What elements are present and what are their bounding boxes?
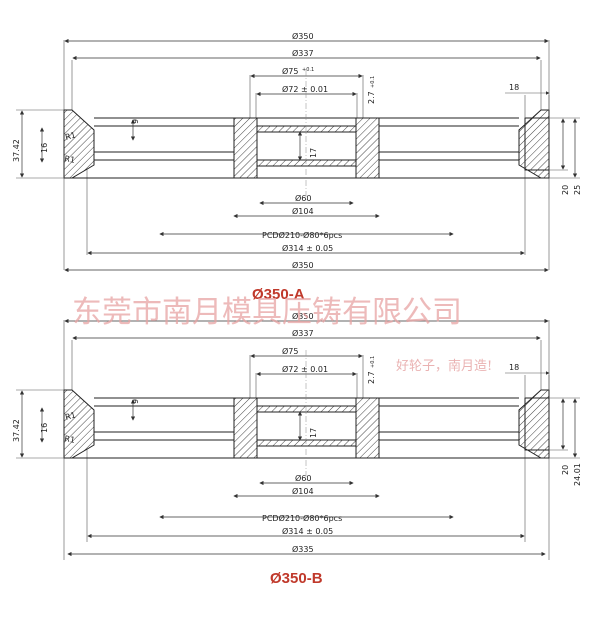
a-dim-17: 17 [309, 148, 318, 158]
b-dim-pcd: PCDØ210-Ø80*6pcs [262, 513, 342, 523]
a-dim-25: 25 [573, 185, 582, 195]
b-dim-18: 18 [509, 363, 519, 372]
a-dim-9: 9 [131, 119, 140, 124]
view-b: Ø350 Ø337 Ø75 Ø72 ± 0.01 2.7 +0.1 18 37.… [12, 311, 582, 587]
b-dim-72: Ø72 ± 0.01 [282, 364, 328, 374]
b-dim-37-42: 37.42 [12, 419, 21, 442]
view-b-title: Ø350-B [270, 570, 323, 587]
a-dim-75: Ø75 [282, 66, 298, 76]
b-r1-bottom: R1 [64, 434, 76, 445]
b-dim-60: Ø60 [295, 473, 311, 483]
b-dim-17: 17 [309, 428, 318, 438]
b-dim-2-7-tol: +0.1 [370, 356, 376, 368]
a-dim-20: 20 [561, 185, 570, 195]
view-a-title: Ø350-A [252, 286, 305, 303]
b-dim-337: Ø337 [292, 328, 314, 338]
b-dim-16: 16 [40, 423, 49, 433]
a-dim-pcd: PCDØ210-Ø80*6pcs [262, 230, 342, 240]
b-dim-24-01: 24.01 [573, 463, 582, 486]
a-dim-337: Ø337 [292, 48, 314, 58]
b-dim-75: Ø75 [282, 346, 298, 356]
b-dim-2-7: 2.7 [367, 371, 376, 384]
a-dim-2-7-tol: +0.1 [370, 76, 376, 88]
a-r1-top: R1 [64, 130, 77, 141]
a-dim-314: Ø314 ± 0.05 [282, 243, 333, 253]
b-dim-350-top: Ø350 [292, 311, 314, 321]
b-dim-335: Ø335 [292, 544, 314, 554]
watermark-slogan: 好轮子，南月造! [396, 358, 492, 374]
a-dim-350-top: Ø350 [292, 31, 314, 41]
a-dim-75-tol: +0.1 [302, 67, 314, 73]
a-r1-bottom: R1 [64, 154, 76, 165]
b-r1-top: R1 [64, 410, 77, 421]
a-dim-2-7: 2.7 [367, 91, 376, 104]
a-dim-350-bottom: Ø350 [292, 260, 314, 270]
a-dim-16: 16 [40, 143, 49, 153]
b-dim-20: 20 [561, 465, 570, 475]
a-dim-37-42: 37.42 [12, 139, 21, 162]
b-dim-314: Ø314 ± 0.05 [282, 526, 333, 536]
b-dim-9: 9 [131, 399, 140, 404]
b-dim-104: Ø104 [292, 486, 314, 496]
a-dim-104: Ø104 [292, 206, 314, 216]
watermark-company: 东莞市南月模具压铸有限公司 [72, 295, 462, 330]
view-a: Ø350 Ø337 Ø75 +0.1 Ø72 ± 0.01 2.7 +0.1 1… [12, 31, 582, 303]
a-dim-72: Ø72 ± 0.01 [282, 84, 328, 94]
a-dim-60: Ø60 [295, 193, 311, 203]
a-dim-18: 18 [509, 83, 519, 92]
